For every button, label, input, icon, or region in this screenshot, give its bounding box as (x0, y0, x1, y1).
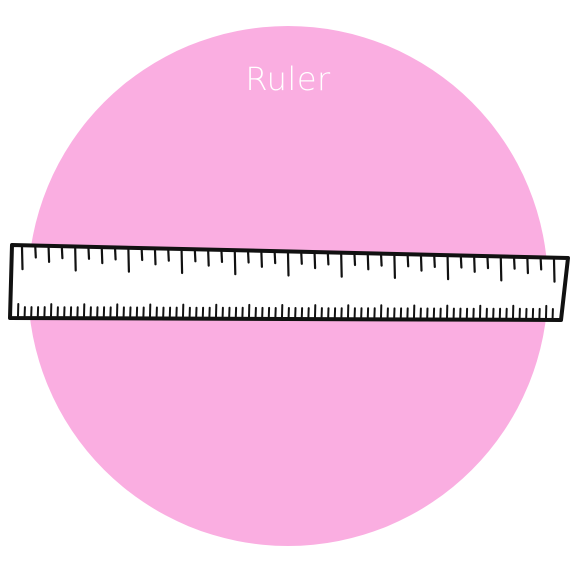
ruler-tick-top (486, 257, 490, 270)
ruler-tick-top (512, 257, 516, 270)
ruler-tick-top (220, 250, 224, 263)
ruler-tick-top (233, 251, 237, 276)
ruler-tick-top (499, 257, 503, 282)
ruler-tick-top (286, 252, 290, 277)
ruler-tick-top (526, 258, 530, 275)
ruler-tick-top (473, 256, 476, 273)
ruler-tick-top (140, 248, 144, 262)
ruler-tick-top (100, 248, 104, 265)
ruler-tick-top (366, 254, 370, 271)
ruler-tick-top (87, 247, 91, 260)
ruler-tick-top (313, 253, 317, 270)
ruler-top-ticks (20, 246, 556, 283)
ruler-tick-top (552, 258, 556, 283)
ruler-tick-top (113, 248, 117, 261)
ruler-tick-top (300, 252, 303, 265)
ruler-tick-top (20, 246, 24, 271)
ruler-tick-top (127, 248, 130, 273)
ruler-tick-top (353, 253, 357, 267)
ruler-tick-top (153, 249, 157, 266)
ruler-tick-top (446, 256, 450, 281)
ruler-tick-top (34, 246, 37, 259)
ruler-tick-top (60, 247, 64, 260)
ruler-tick-top (180, 249, 184, 275)
ruler-tick-top (167, 249, 170, 262)
ruler-tick-top (419, 255, 423, 272)
ruler-tick-top (393, 254, 396, 279)
ruler-tick-top (406, 255, 410, 268)
ruler-tick-top (433, 255, 436, 268)
ruler-tick-top (273, 252, 277, 265)
ruler-tick-top (326, 253, 330, 266)
ruler-tick-top (47, 246, 51, 263)
ruler-tick-top (260, 251, 263, 268)
ruler-tick-top (340, 253, 343, 278)
ruler-tick-top (380, 254, 383, 267)
ruler-tick-top (207, 250, 210, 267)
ruler-tick-top (459, 256, 463, 269)
ruler-body (8, 243, 570, 322)
card-title: Ruler (245, 60, 331, 98)
ruler-tick-top (193, 250, 197, 263)
ruler-tick-top (74, 247, 77, 272)
ruler-bottom-ticks (17, 303, 554, 319)
ruler-tick-top (247, 251, 250, 264)
ruler-tick-top (539, 258, 543, 271)
